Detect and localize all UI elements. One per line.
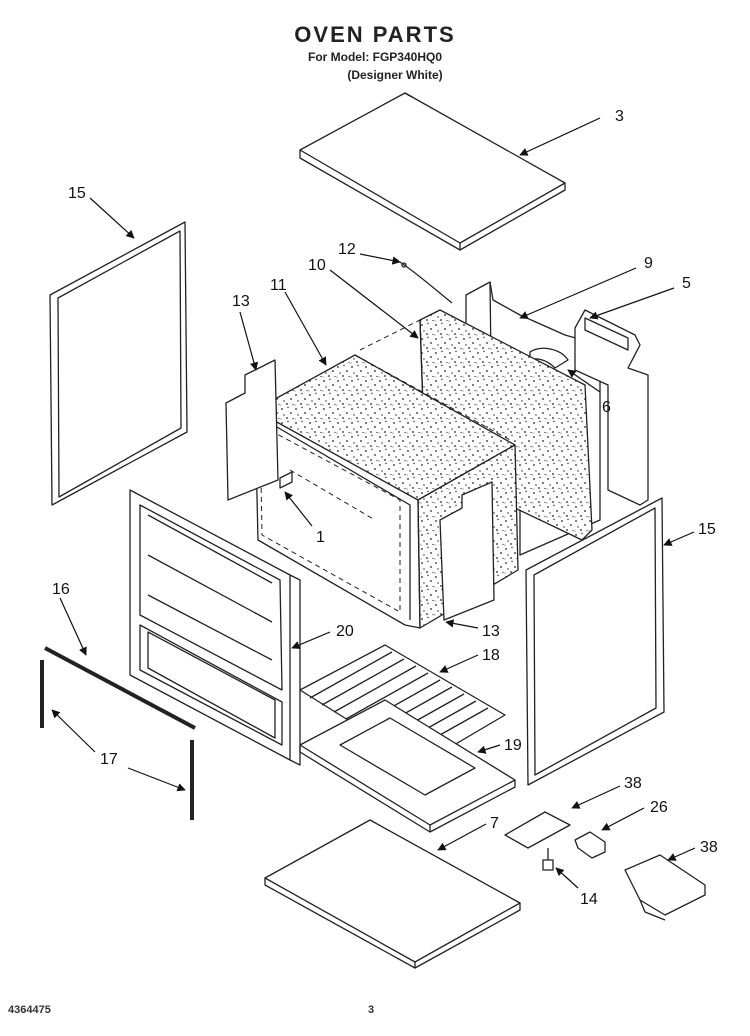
callout-3: 3 bbox=[615, 108, 624, 125]
callout-18: 18 bbox=[482, 647, 500, 664]
leader-1 bbox=[284, 491, 313, 527]
leader-11 bbox=[284, 291, 327, 366]
part-20-front-frame bbox=[129, 489, 301, 766]
leader-10 bbox=[329, 269, 419, 339]
leader-5 bbox=[589, 287, 675, 320]
leader-38a bbox=[571, 785, 621, 809]
leader-3 bbox=[519, 117, 601, 156]
callout-12: 12 bbox=[338, 241, 356, 258]
callout-13b: 13 bbox=[482, 623, 500, 640]
callout-10: 10 bbox=[308, 257, 326, 274]
leader-15b bbox=[663, 531, 695, 546]
callout-19: 19 bbox=[504, 737, 522, 754]
callout-20: 20 bbox=[336, 623, 354, 640]
leader-15a bbox=[89, 197, 135, 239]
part-number: 4364475 bbox=[8, 1004, 51, 1016]
callout-15a: 15 bbox=[68, 185, 86, 202]
callout-15b: 15 bbox=[698, 521, 716, 538]
leader-7 bbox=[437, 823, 487, 851]
part-15-left-side-panel bbox=[49, 221, 188, 506]
part-1-clip bbox=[279, 471, 293, 489]
leader-14 bbox=[555, 867, 579, 889]
callout-16: 16 bbox=[52, 581, 70, 598]
callout-5: 5 bbox=[682, 275, 691, 292]
callout-38a: 38 bbox=[624, 775, 642, 792]
leader-19 bbox=[477, 744, 501, 754]
callout-13a: 13 bbox=[232, 293, 250, 310]
callout-1: 1 bbox=[316, 529, 325, 546]
part-17-side-trims bbox=[40, 660, 194, 820]
leader-38b bbox=[667, 847, 696, 861]
part-19-bottom-pan bbox=[299, 699, 516, 833]
callout-38b: 38 bbox=[700, 839, 718, 856]
leader-17b bbox=[127, 767, 186, 792]
color-line: (Designer White) bbox=[347, 68, 443, 82]
leader-12 bbox=[359, 253, 401, 265]
part-14-leveling-leg bbox=[542, 848, 554, 871]
leader-13a bbox=[239, 311, 259, 371]
callout-9: 9 bbox=[644, 255, 653, 272]
callout-11: 11 bbox=[270, 277, 287, 294]
part-16-trim bbox=[44, 646, 196, 730]
part-38-bracket-b bbox=[624, 854, 706, 921]
leader-20 bbox=[291, 631, 331, 649]
callout-26: 26 bbox=[650, 799, 668, 816]
part-5-bracket bbox=[574, 309, 649, 506]
part-38-bracket-a bbox=[504, 811, 571, 849]
leader-26 bbox=[601, 807, 645, 831]
callout-14: 14 bbox=[580, 891, 598, 908]
leader-17a bbox=[51, 709, 96, 753]
page-number: 3 bbox=[368, 1004, 375, 1016]
callout-17: 17 bbox=[100, 751, 118, 768]
part-15-right-side-panel bbox=[525, 497, 665, 786]
callout-7: 7 bbox=[490, 815, 499, 832]
leader-16 bbox=[59, 597, 87, 656]
callout-6: 6 bbox=[602, 399, 611, 416]
leader-6 bbox=[567, 369, 601, 393]
part-7-bottom-panel bbox=[264, 819, 521, 969]
leader-18 bbox=[439, 654, 479, 673]
part-26-clip bbox=[574, 831, 606, 859]
part-3-top-panel bbox=[299, 92, 566, 251]
leader-13b bbox=[445, 619, 479, 629]
page-title: OVEN PARTS bbox=[294, 22, 456, 47]
model-line: For Model: FGP340HQ0 bbox=[307, 50, 443, 64]
oven-liner-outline bbox=[259, 319, 511, 613]
part-13-right-shield bbox=[439, 481, 495, 621]
leader-9 bbox=[519, 267, 637, 319]
part-13-left-shield bbox=[225, 359, 279, 501]
part-12-wire bbox=[399, 261, 453, 304]
